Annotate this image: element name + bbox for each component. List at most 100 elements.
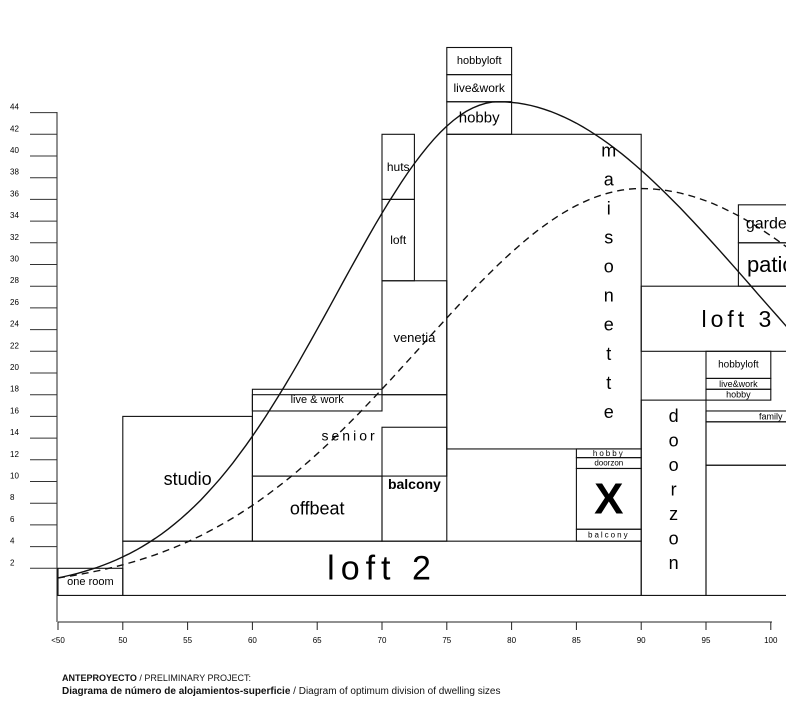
y-tick-label: 32 <box>10 233 19 242</box>
y-tick-label: 14 <box>10 428 19 437</box>
x-tick-label: 75 <box>442 636 451 645</box>
dwelling-box: hobby <box>575 448 642 459</box>
dwelling-box: panorama <box>705 464 786 596</box>
box-label: live & work <box>291 394 345 406</box>
box-label: loft 3 <box>701 306 775 332</box>
box-label-letter: n <box>669 553 679 573</box>
y-tick-label: 42 <box>10 124 19 133</box>
x-tick-label: 65 <box>313 636 322 645</box>
box-label-letter: m <box>601 140 616 160</box>
box-label: senior <box>322 427 378 443</box>
box-label: studio <box>164 469 212 489</box>
box-label: family <box>759 411 783 421</box>
box-label: hobby <box>726 390 751 400</box>
box-outline <box>737 204 786 244</box>
box-label-letter: o <box>604 257 614 277</box>
y-tick-label: 18 <box>10 385 19 394</box>
box-label: X <box>594 474 623 523</box>
dwelling-box: hobbyloft <box>446 46 513 76</box>
y-tick-label: 26 <box>10 298 19 307</box>
y-tick-label: 12 <box>10 450 19 459</box>
x-tick-label: 50 <box>118 636 127 645</box>
y-tick-label: 20 <box>10 363 19 372</box>
x-tick-label: 90 <box>637 636 646 645</box>
box-label: live&work <box>454 81 506 95</box>
x-tick-label: 60 <box>248 636 257 645</box>
box-label-letter: r <box>671 480 677 500</box>
x-tick-label: 55 <box>183 636 192 645</box>
x-tick-label: 100 <box>764 636 778 645</box>
dwelling-boxes: one room loft 2 studio offbeat balcony senior… <box>57 46 786 596</box>
x-tick-label: 80 <box>507 636 516 645</box>
box-outline <box>705 410 786 423</box>
dwelling-box: balcony <box>381 426 448 542</box>
dwelling-box: garden <box>737 204 786 244</box>
box-label: hobbyloft <box>718 359 759 370</box>
y-tick-label: 38 <box>10 168 19 177</box>
caption-line-1-rest: / PRELIMINARY PROJECT: <box>136 673 252 683</box>
x-tick-label: 70 <box>378 636 387 645</box>
y-tick-label: 36 <box>10 189 19 198</box>
dwelling-box: live&work <box>705 377 772 390</box>
dwelling-box: loft <box>381 198 415 282</box>
box-label: hobby <box>593 449 625 458</box>
caption-line-1: ANTEPROYECTO / PRELIMINARY PROJECT: <box>62 673 251 683</box>
box-outline <box>251 388 383 412</box>
dwelling-box: hobbyloft <box>705 350 772 379</box>
y-tick-label: 10 <box>10 472 19 481</box>
box-label-letter: n <box>604 286 614 306</box>
box-label: venetia <box>393 330 436 345</box>
dwelling-box: loft 2 <box>122 540 642 596</box>
box-label: balcony <box>588 531 630 540</box>
box-label: garden <box>746 215 786 232</box>
box-label: balcony <box>388 476 441 492</box>
dwelling-box: hobby <box>705 388 772 401</box>
box-label: one room <box>67 576 113 588</box>
box-label: offbeat <box>290 499 345 519</box>
caption-line-2-bold: Diagrama de número de alojamientos-super… <box>62 686 291 697</box>
x-tick-label: 95 <box>702 636 711 645</box>
y-tick-label: 16 <box>10 406 19 415</box>
dashed-curve <box>57 187 786 579</box>
y-tick-label: 44 <box>10 103 19 112</box>
box-label-letter: t <box>606 373 611 393</box>
dwelling-box: balcony <box>575 528 642 542</box>
dwelling-box: studio <box>122 415 253 542</box>
y-tick-label: 4 <box>10 537 15 546</box>
caption-line-2: Diagrama de número de alojamientos-super… <box>62 686 501 697</box>
dwelling-box: offbeat <box>251 475 383 542</box>
box-label: huts <box>387 160 410 174</box>
dwelling-box: family <box>705 410 786 423</box>
dwelling-box: X <box>575 467 642 530</box>
y-tick-label: 40 <box>10 146 19 155</box>
y-tick-label: 28 <box>10 276 19 285</box>
box-label: patio <box>747 252 786 277</box>
dwelling-box: senior <box>251 394 448 477</box>
dwelling-box: 3 bedroom flat <box>705 421 786 466</box>
box-label: doorzon <box>594 459 623 468</box>
box-outline <box>381 133 415 200</box>
dwelling-box: huts <box>381 133 415 200</box>
x-tick-label: 85 <box>572 636 581 645</box>
y-tick-label: 8 <box>10 493 15 502</box>
dwelling-box: one room <box>57 567 124 596</box>
dwelling-box: doorzon <box>575 457 642 470</box>
box-label-letter: o <box>669 528 679 548</box>
box-label-letter: z <box>669 504 678 524</box>
x-tick-label: <50 <box>51 636 65 645</box>
box-label: loft <box>390 233 407 247</box>
caption-line-1-bold: ANTEPROYECTO <box>62 673 137 683</box>
box-label-letter: d <box>669 406 679 426</box>
box-outline <box>381 426 448 542</box>
caption-line-2-rest: / Diagram of optimum division of dwellin… <box>290 686 501 697</box>
dwelling-box: loft 3 <box>640 285 786 352</box>
y-tick-label: 22 <box>10 341 19 350</box>
dwelling-box: patio <box>737 242 786 287</box>
box-label-letter: e <box>604 402 614 422</box>
box-outline <box>705 421 786 466</box>
box-label: live&work <box>719 379 758 389</box>
box-label: hobby <box>459 110 500 127</box>
y-tick-label: 30 <box>10 255 19 264</box>
